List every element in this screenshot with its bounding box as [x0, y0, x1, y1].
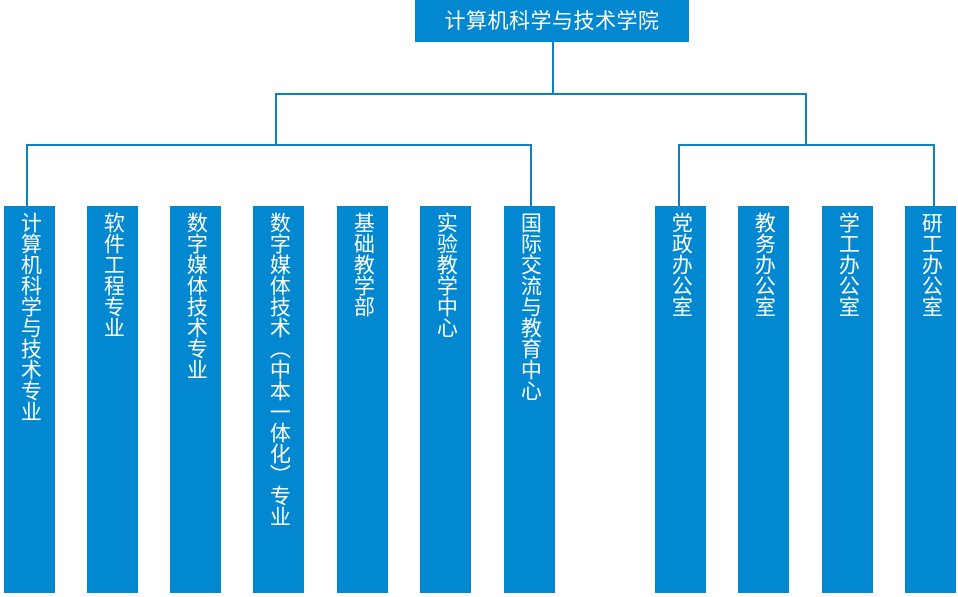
- connector-root-stem: [552, 42, 554, 94]
- connector-administrative-bus: [678, 144, 935, 146]
- node-label: 数字媒体技术专业: [184, 212, 209, 380]
- connector-academic-bus: [26, 144, 532, 146]
- node-label: 教务办公室: [752, 212, 777, 317]
- node-label: 数字媒体技术（中本一体化）专业: [267, 212, 292, 527]
- node-root-label: 计算机科学与技术学院: [444, 8, 660, 33]
- connector-administrative-drop: [805, 93, 807, 146]
- node-label: 国际交流与教育中心: [518, 212, 543, 401]
- connector-administrative-right-leg: [933, 144, 935, 206]
- connector-academic-left-leg: [26, 144, 28, 206]
- node-label: 党政办公室: [669, 212, 694, 317]
- node-root-college[interactable]: 计算机科学与技术学院: [415, 0, 689, 42]
- node-experimental-teaching-center[interactable]: 实验教学中心: [420, 206, 471, 593]
- node-student-affairs-office[interactable]: 学工办公室: [822, 206, 873, 593]
- node-graduate-affairs-office[interactable]: 研工办公室: [905, 206, 956, 593]
- node-basic-teaching-department[interactable]: 基础教学部: [337, 206, 388, 593]
- connector-main-bus: [275, 93, 807, 95]
- node-label: 计算机科学与技术专业: [18, 212, 43, 422]
- node-international-exchange-center[interactable]: 国际交流与教育中心: [504, 206, 555, 593]
- node-label: 软件工程专业: [101, 212, 126, 338]
- node-party-admin-office[interactable]: 党政办公室: [655, 206, 706, 593]
- node-label: 实验教学中心: [434, 212, 459, 338]
- node-label: 学工办公室: [836, 212, 861, 317]
- node-cs-major[interactable]: 计算机科学与技术专业: [4, 206, 55, 593]
- node-label: 研工办公室: [919, 212, 944, 317]
- connector-academic-drop: [275, 93, 277, 146]
- node-digital-media-major[interactable]: 数字媒体技术专业: [170, 206, 221, 593]
- node-software-engineering-major[interactable]: 软件工程专业: [87, 206, 138, 593]
- node-label: 基础教学部: [351, 212, 376, 317]
- connector-academic-right-leg: [530, 144, 532, 206]
- node-digital-media-integrated-major[interactable]: 数字媒体技术（中本一体化）专业: [253, 206, 304, 593]
- connector-administrative-left-leg: [678, 144, 680, 206]
- node-academic-affairs-office[interactable]: 教务办公室: [738, 206, 789, 593]
